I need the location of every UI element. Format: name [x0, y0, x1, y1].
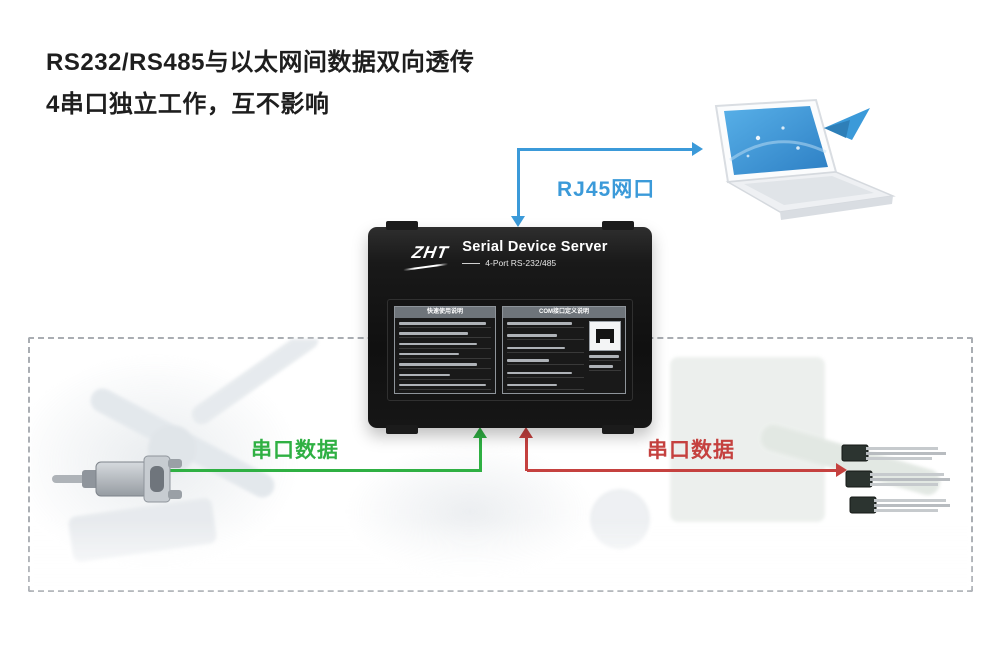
spec-row — [589, 354, 621, 361]
spec-row — [507, 383, 584, 390]
serial-data-right-label: 串口数据 — [647, 439, 735, 462]
spec-row — [399, 321, 491, 328]
spec-row — [589, 364, 621, 371]
spec-row — [399, 352, 491, 359]
brand-logo: ZHT — [410, 243, 450, 265]
spec-row — [399, 342, 491, 349]
spec-table-right-body — [503, 318, 625, 393]
spec-row — [507, 333, 584, 341]
mounting-tab — [602, 221, 634, 230]
spec-table-right-header: COM接口定义说明 — [503, 307, 625, 318]
spec-row — [399, 383, 491, 390]
spec-column — [589, 321, 621, 390]
arrow-segment — [479, 438, 482, 471]
rj45-jack-glyph — [596, 329, 614, 343]
rj45-jack-icon — [589, 321, 621, 351]
device-subtitle: 4-Port RS-232/485 — [462, 258, 607, 268]
spec-table-left: 快速使用说明 — [394, 306, 496, 394]
mounting-tab — [386, 425, 418, 434]
arrowhead-up-icon — [519, 427, 533, 438]
db9-serial-connector-icon — [52, 455, 182, 503]
headline-line-1: RS232/RS485与以太网间数据双向透传 — [46, 49, 475, 76]
spec-row — [507, 346, 584, 353]
device-title-block: Serial Device Server 4-Port RS-232/485 — [462, 239, 607, 268]
spec-row — [399, 373, 491, 380]
arrow-segment — [525, 438, 528, 471]
arrowhead-right-icon — [836, 463, 847, 477]
arrow-segment — [527, 469, 836, 472]
serial-data-zone — [28, 337, 973, 592]
spec-table-left-header: 快速使用说明 — [395, 307, 495, 318]
background-fade — [30, 520, 971, 590]
mounting-tab — [386, 221, 418, 230]
spec-row — [507, 371, 584, 378]
terminal-block-connectors-icon — [841, 444, 950, 514]
arrowhead-right-icon — [692, 142, 703, 156]
spec-table-right: COM接口定义说明 — [502, 306, 626, 394]
spec-row — [507, 321, 584, 328]
arrow-segment — [517, 148, 693, 151]
device-title: Serial Device Server — [462, 239, 608, 255]
spec-row — [399, 331, 491, 339]
spec-row — [507, 358, 584, 366]
laptop-icon — [714, 98, 896, 220]
rj45-port-label: RJ45网口 — [557, 178, 656, 201]
spec-table-left-body — [395, 318, 495, 393]
device-print-area: ZHT Serial Device Server 4-Port RS-232/4… — [368, 239, 652, 268]
device-spec-label: 快速使用说明 COM接口定义说明 — [387, 299, 633, 401]
spec-column — [507, 321, 584, 390]
mounting-tab — [602, 425, 634, 434]
paper-plane-icon — [824, 108, 870, 140]
serial-data-left-label: 串口数据 — [251, 439, 339, 462]
arrow-segment — [163, 469, 482, 472]
serial-device-server: ZHT Serial Device Server 4-Port RS-232/4… — [368, 221, 652, 434]
factory-background — [30, 339, 971, 590]
arrowhead-up-icon — [473, 427, 487, 438]
arrowhead-down-icon — [511, 216, 525, 227]
arrow-segment — [517, 150, 520, 218]
headline-line-2: 4串口独立工作，互不影响 — [46, 91, 330, 118]
headline: RS232/RS485与以太网间数据双向透传 4串口独立工作，互不影响 — [46, 42, 474, 126]
spec-row — [399, 362, 491, 370]
